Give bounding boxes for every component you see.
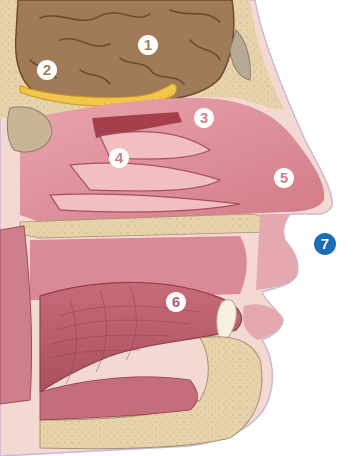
marker-5-text: 5	[280, 170, 288, 187]
marker-7-text: 7	[321, 236, 329, 253]
marker-4-text: 4	[115, 150, 124, 167]
marker-3: 3	[194, 108, 214, 128]
pharynx-wall	[0, 226, 32, 404]
marker-1: 1	[138, 35, 158, 55]
marker-2: 2	[37, 60, 57, 80]
marker-2-text: 2	[43, 62, 51, 79]
marker-1-text: 1	[144, 37, 152, 54]
upper-lip	[256, 214, 298, 290]
marker-6-text: 6	[172, 294, 180, 311]
marker-3-text: 3	[200, 110, 208, 127]
marker-6: 6	[166, 292, 186, 312]
marker-4: 4	[109, 148, 129, 168]
marker-5: 5	[274, 168, 294, 188]
marker-7: 7	[314, 233, 336, 255]
